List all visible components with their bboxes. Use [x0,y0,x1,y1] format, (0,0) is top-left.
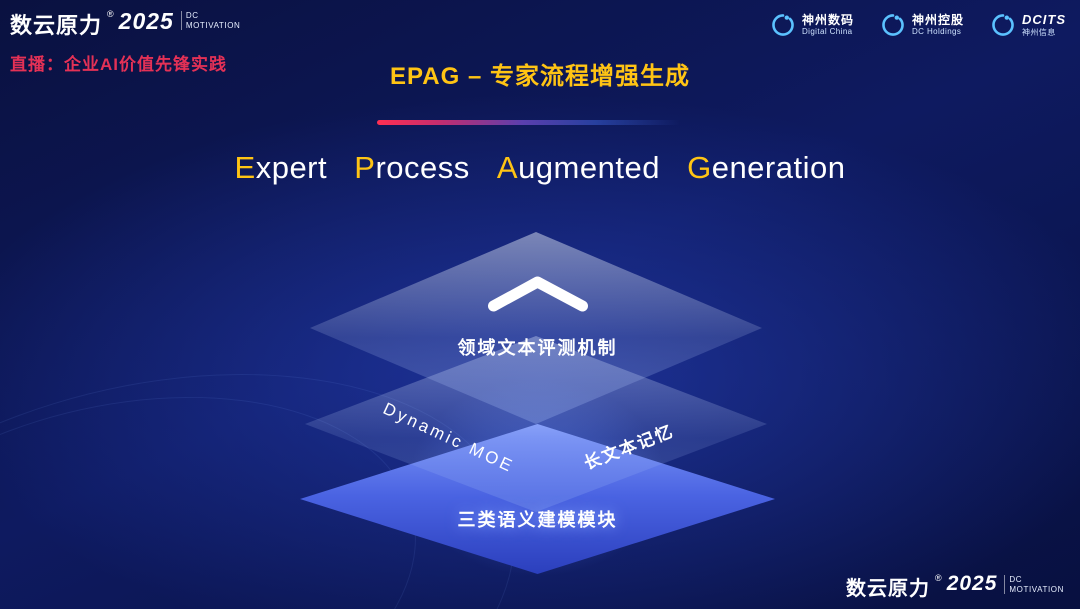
logo-name: 神州数码 [801,13,854,27]
brand-sub-bottom: MOTIVATION [1009,584,1064,594]
brand-sub-top: DC [185,11,199,20]
brand-name: 数云原力 [10,13,103,38]
title-rest: rocess [375,150,470,185]
footer-brand: 数云原力 ® 2025 DC MOTIVATION [846,572,1064,601]
title-word: Expert [235,150,328,186]
title-cap: E [234,150,256,185]
logo-dc-holdings: 神州控股 DC Holdings [880,12,964,38]
title-cap: P [354,150,376,185]
swoosh-icon [772,14,794,36]
logo-dcits: DCITS 神州信息 [990,12,1066,38]
main-title: Expert Process Augmented Generation [0,150,1080,186]
registered-mark: ® [107,9,114,19]
live-label: 直播：企业AI价值先锋实践 [10,55,227,74]
epag-heading: EPAG – 专家流程增强生成 [390,63,690,90]
brand-name: 数云原力 [846,578,931,600]
logo-subtitle: Digital China [801,27,853,37]
logo-text: DCITS 神州信息 [1022,12,1066,37]
title-cap: G [687,150,712,185]
brand-year: 2025 [946,572,998,595]
title-rest: ugmented [518,150,660,185]
logo-subtitle: 神州信息 [1022,28,1056,37]
brand-logo: 数云原力 ® 2025 DC MOTIVATION [10,8,240,40]
logo-text: 神州控股 DC Holdings [912,13,964,37]
brand-logo: 数云原力 ® 2025 DC MOTIVATION [846,572,1064,601]
bottom-layer-label: 三类语义建模模块 [457,510,618,530]
brand-year: 2025 [118,8,174,34]
logo-text: 神州数码 Digital China [802,13,854,37]
corporate-logos: 神州数码 Digital China 神州控股 DC Holdings DCIT… [770,12,1066,38]
swoosh-icon [882,14,904,36]
brand-sub-bottom: MOTIVATION [185,20,241,30]
brand-subtitle: DC MOTIVATION [180,11,241,31]
top-layer-label: 领域文本评测机制 [457,338,618,358]
logo-subtitle: DC Holdings [911,27,962,37]
registered-mark: ® [935,573,942,583]
title-rest: eneration [711,150,846,185]
logo-name: DCITS [1022,12,1066,28]
title-word: Process [354,150,470,186]
header-left: 数云原力 ® 2025 DC MOTIVATION 直播：企业AI价值先锋实践 [10,8,240,75]
logo-digital-china: 神州数码 Digital China [770,12,854,38]
chevron-up-icon [487,276,588,312]
layer-stack-diagram: 领域文本评测机制 Dynamic MOE 长文本记忆 三类语义建模模块 [300,228,775,609]
title-cap: A [496,150,519,185]
gradient-divider [377,120,680,125]
title-rest: xpert [255,150,328,185]
brand-sub-top: DC [1009,575,1023,584]
brand-subtitle: DC MOTIVATION [1004,575,1064,595]
title-word: Generation [687,150,845,186]
swoosh-icon [992,14,1014,36]
logo-name: 神州控股 [911,13,964,27]
title-word: Augmented [497,150,660,186]
